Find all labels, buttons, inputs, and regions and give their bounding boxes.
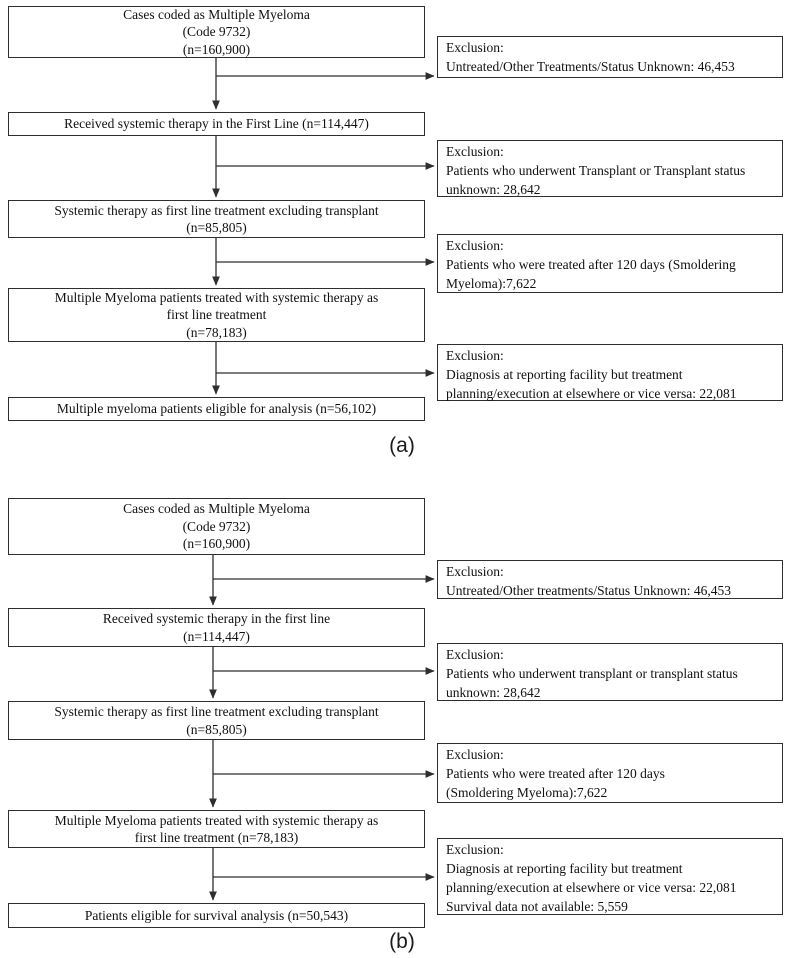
a-step-2-box: Received systemic therapy in the First L…	[8, 112, 425, 136]
a-step-1-box: Cases coded as Multiple Myeloma (Code 97…	[8, 6, 425, 58]
a-step-5-box: Multiple myeloma patients eligible for a…	[8, 397, 425, 421]
a-exclusion-1-box: Exclusion: Untreated/Other Treatments/St…	[437, 36, 783, 78]
b-step-3-box: Systemic therapy as first line treatment…	[8, 701, 425, 740]
a-exclusion-3-box: Exclusion: Patients who were treated aft…	[437, 234, 783, 293]
a-exclusion-4-box: Exclusion: Diagnosis at reporting facili…	[437, 344, 783, 401]
b-exclusion-1-box: Exclusion: Untreated/Other treatments/St…	[437, 560, 783, 599]
panel-b-label: (b)	[389, 930, 415, 953]
a-exclusion-2-box: Exclusion: Patients who underwent Transp…	[437, 140, 783, 197]
a-step-3-box: Systemic therapy as first line treatment…	[8, 200, 425, 238]
b-step-1-box: Cases coded as Multiple Myeloma (Code 97…	[8, 498, 425, 555]
b-exclusion-4-box: Exclusion: Diagnosis at reporting facili…	[437, 838, 783, 915]
b-step-5-box: Patients eligible for survival analysis …	[8, 903, 425, 928]
b-step-2-box: Received systemic therapy in the first l…	[8, 608, 425, 647]
panel-a-label: (a)	[389, 434, 415, 457]
b-step-4-box: Multiple Myeloma patients treated with s…	[8, 810, 425, 848]
b-exclusion-3-box: Exclusion: Patients who were treated aft…	[437, 743, 783, 803]
a-step-4-box: Multiple Myeloma patients treated with s…	[8, 288, 425, 342]
b-exclusion-2-box: Exclusion: Patients who underwent transp…	[437, 643, 783, 701]
